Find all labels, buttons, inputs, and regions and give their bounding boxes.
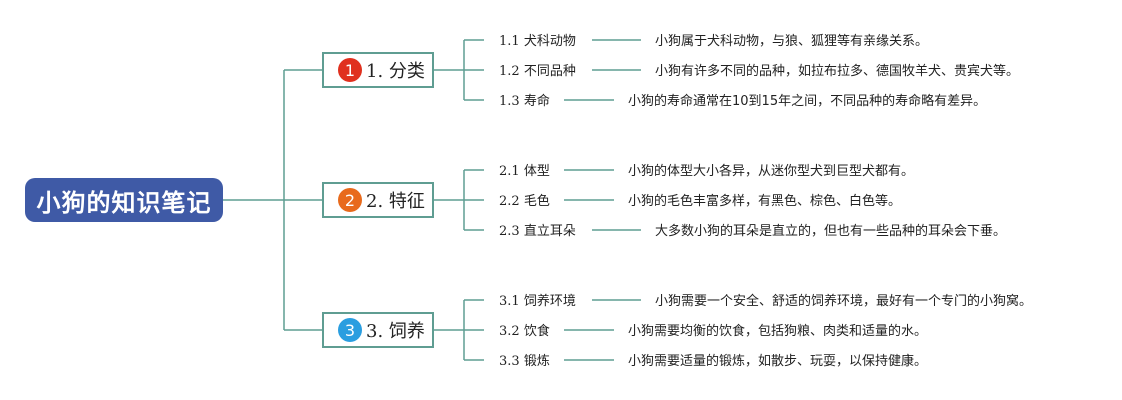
- sub-node-number: 2.1: [499, 164, 520, 179]
- sub-node-number: 2.3: [499, 224, 520, 239]
- description-text: 小狗需要一个安全、舒适的饲养环境，最好有一个专门的小狗窝。: [655, 294, 1033, 309]
- description-text: 小狗属于犬科动物，与狼、狐狸等有亲缘关系。: [655, 34, 929, 49]
- sub-node-title: 不同品种: [523, 64, 576, 79]
- sub-node-number: 1.3: [499, 94, 520, 109]
- description-text: 小狗需要适量的锻炼，如散步、玩耍，以保持健康。: [628, 354, 928, 369]
- sub-node-title: 毛色: [523, 194, 550, 209]
- sub-node-title: 寿命: [523, 94, 550, 109]
- branch-label: 2. 特征: [366, 191, 425, 212]
- sub-node[interactable]: 1.1 犬科动物: [499, 34, 576, 50]
- sub-node-title: 体型: [523, 164, 550, 179]
- sub-node[interactable]: 1.3 寿命: [499, 94, 550, 110]
- description-text: 小狗的体型大小各异，从迷你型犬到巨型犬都有。: [628, 164, 915, 179]
- branch-node-care[interactable]: 3 3. 饲养: [322, 312, 434, 348]
- description-text: 小狗的毛色丰富多样，有黑色、棕色、白色等。: [628, 194, 902, 209]
- sub-node-number: 3.1: [499, 294, 520, 309]
- sub-node-title: 饮食: [523, 324, 550, 339]
- sub-node-number: 2.2: [499, 194, 520, 209]
- sub-node-number: 1.1: [499, 34, 520, 49]
- sub-node-title: 直立耳朵: [523, 224, 576, 239]
- sub-node-title: 犬科动物: [523, 34, 576, 49]
- number-badge-icon: 3: [338, 318, 362, 342]
- sub-node-title: 锻炼: [523, 354, 550, 369]
- sub-node-number: 3.3: [499, 354, 520, 369]
- sub-node[interactable]: 3.2 饮食: [499, 324, 550, 340]
- sub-node[interactable]: 3.1 饲养环境: [499, 294, 576, 310]
- description-text: 小狗有许多不同的品种，如拉布拉多、德国牧羊犬、贵宾犬等。: [655, 64, 1020, 79]
- sub-node-number: 1.2: [499, 64, 520, 79]
- description-text: 大多数小狗的耳朵是直立的，但也有一些品种的耳朵会下垂。: [655, 224, 1007, 239]
- branch-label: 3. 饲养: [366, 321, 425, 342]
- sub-node-number: 3.2: [499, 324, 520, 339]
- number-badge-icon: 2: [338, 188, 362, 212]
- sub-node-title: 饲养环境: [523, 294, 576, 309]
- sub-node[interactable]: 3.3 锻炼: [499, 354, 550, 370]
- sub-node[interactable]: 1.2 不同品种: [499, 64, 576, 80]
- root-node[interactable]: 小狗的知识笔记: [25, 178, 223, 222]
- branch-node-features[interactable]: 2 2. 特征: [322, 182, 434, 218]
- sub-node[interactable]: 2.2 毛色: [499, 194, 550, 210]
- sub-node[interactable]: 2.3 直立耳朵: [499, 224, 576, 240]
- number-badge-icon: 1: [338, 58, 362, 82]
- sub-node[interactable]: 2.1 体型: [499, 164, 550, 180]
- branch-node-classification[interactable]: 1 1. 分类: [322, 52, 434, 88]
- description-text: 小狗的寿命通常在10到15年之间，不同品种的寿命略有差异。: [628, 94, 987, 109]
- root-title: 小狗的知识笔记: [36, 188, 212, 217]
- branch-label: 1. 分类: [366, 61, 425, 82]
- description-text: 小狗需要均衡的饮食，包括狗粮、肉类和适量的水。: [628, 324, 928, 339]
